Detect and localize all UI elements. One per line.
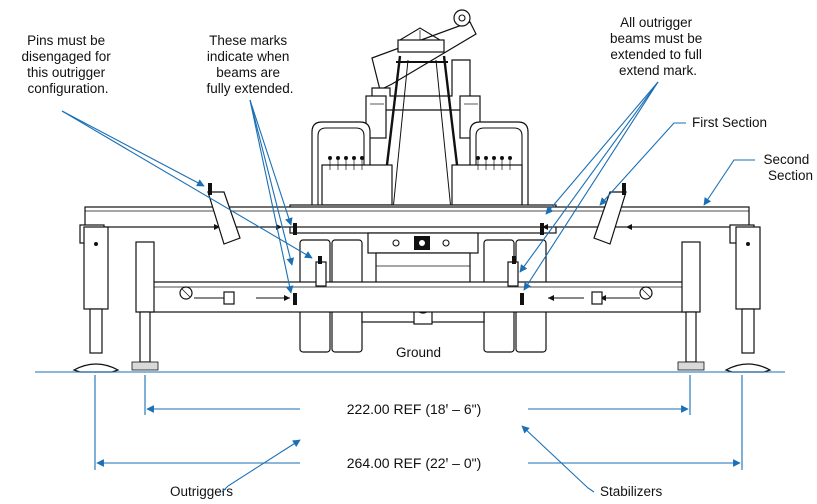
extension-marks [293,223,544,305]
callout-extend: All outrigger beams must be extended to … [610,15,706,78]
callout-second-section: Second Section [763,152,813,183]
dimension-inner-label: 222.00 REF (18ꞌ – 6") [347,401,482,417]
dimension-lines [94,375,743,470]
boom-icon [365,9,481,139]
callout-first-section: First Section [692,115,767,130]
machine-drawing [72,9,772,373]
outrigger-legs [72,226,772,373]
callout-outriggers: Outriggers [170,484,233,499]
dimension-outer-label: 264.00 REF (22ꞌ – 0") [347,455,482,471]
ground-label: Ground [396,345,441,360]
ground-line: Ground [35,345,785,373]
callout-stabilizers: Stabilizers [600,484,663,499]
callout-pins: Pins must be disengaged for this outrigg… [21,33,114,96]
outrigger-beam-second-section [147,281,693,313]
cab-railings [311,121,529,206]
callout-marks: These marks indicate when beams are full… [206,33,293,96]
stabilizer-legs [131,241,705,371]
leader-lines [61,81,755,493]
pin-brackets [207,183,627,287]
